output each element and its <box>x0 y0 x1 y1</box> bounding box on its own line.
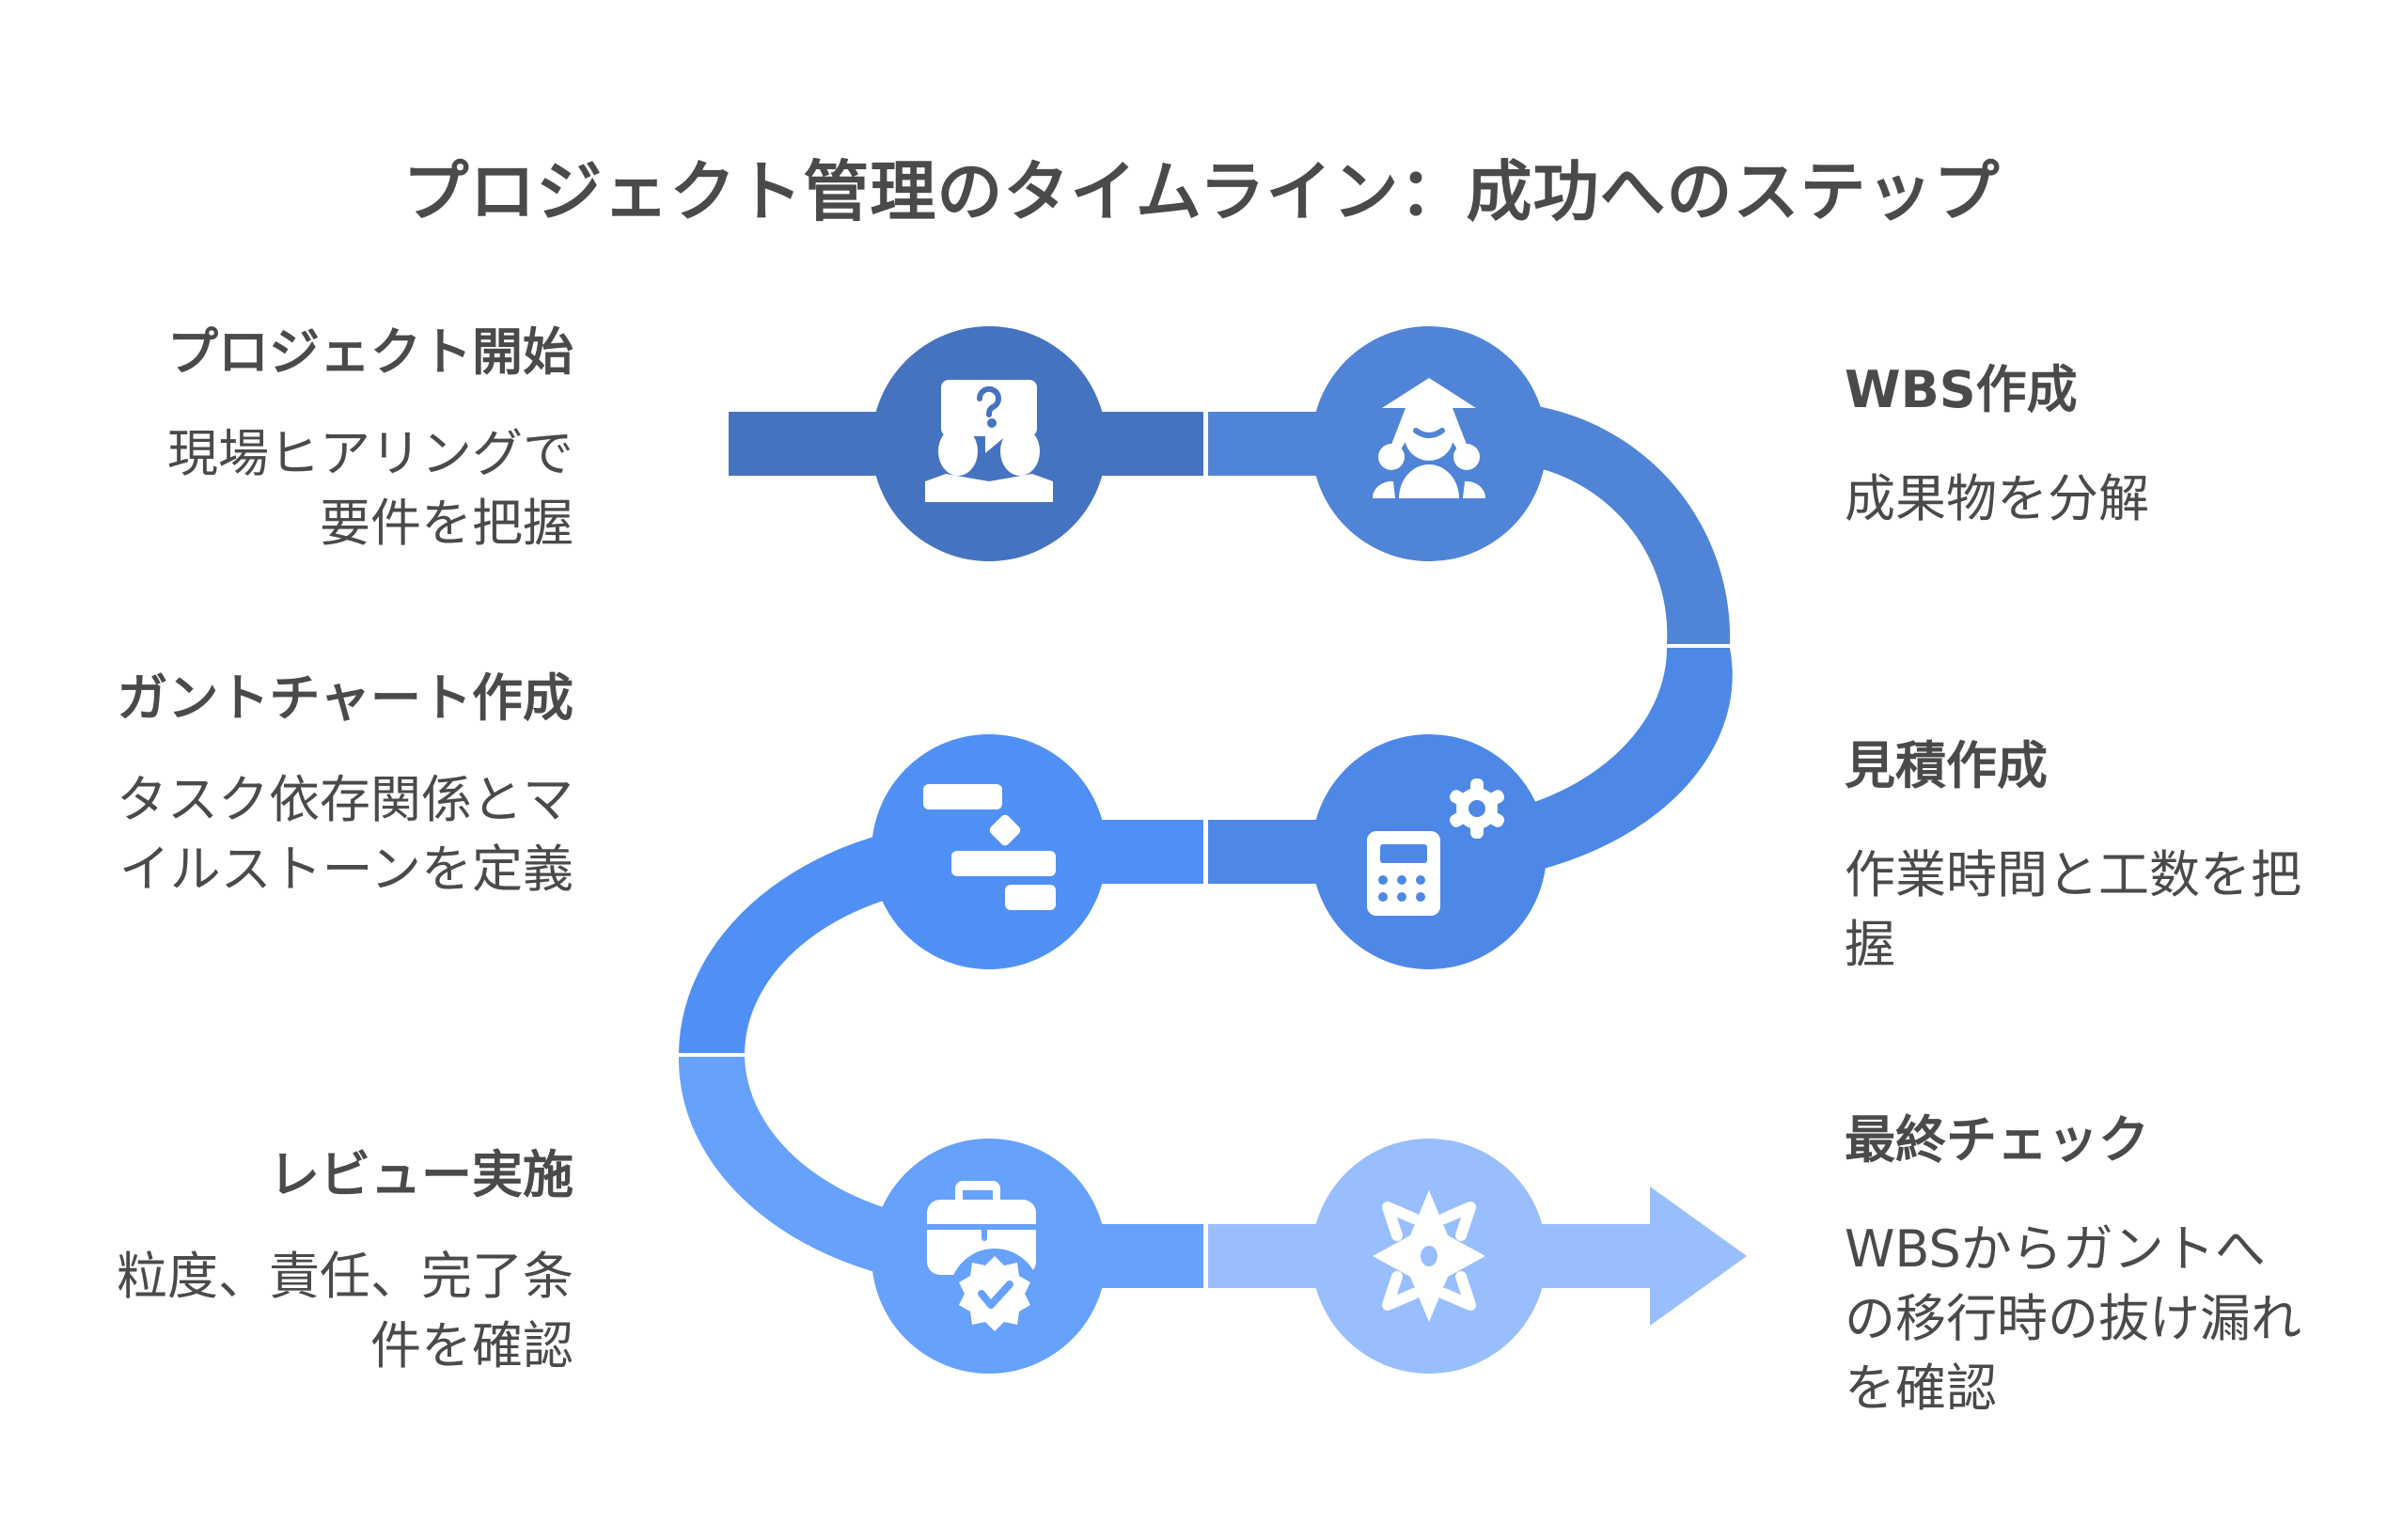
team-leader-arrow-icon <box>1372 378 1486 498</box>
step-title: WBS作成 <box>1845 360 2078 419</box>
step-5-label: レビュー実施 粒度、責任、完了条件を確認 <box>103 1142 573 1381</box>
step-description: WBSからガントへの移行時の抜け漏れを確認 <box>1845 1219 2301 1418</box>
step-description: 成果物を分解 <box>1845 469 2149 528</box>
arrow-head <box>1650 1186 1747 1326</box>
question-people-icon <box>925 380 1053 502</box>
step-6-label: 最終チェック WBSからガントへの移行時の抜け漏れを確認 <box>1845 1108 2315 1423</box>
step-2-label: WBS作成 成果物を分解 <box>1845 357 2315 534</box>
step-1-label: プロジェクト開始 現場ヒアリングで要件を把握 <box>103 320 573 558</box>
question-mark <box>976 385 1001 417</box>
step-description: 作業時間と工数を把握 <box>1845 845 2301 974</box>
step-description: 現場ヒアリングで要件を把握 <box>167 424 573 553</box>
step-title: プロジェクト開始 <box>167 322 573 382</box>
badge <box>959 1256 1030 1331</box>
step-title: レビュー実施 <box>269 1145 573 1204</box>
compass-star-icon <box>1373 1190 1485 1322</box>
step-3-label: 見積作成 作業時間と工数を把握 <box>1845 733 2305 980</box>
gantt-chart-icon <box>923 784 1056 910</box>
gear <box>1449 778 1505 839</box>
step-title: 最終チェック <box>1845 1110 2149 1170</box>
briefcase-check-icon <box>927 1181 1040 1339</box>
page-title: プロジェクト管理のタイムライン：成功へのステップ <box>402 153 2001 230</box>
step-title: 見積作成 <box>1845 736 2048 795</box>
step-description: 粒度、責任、完了条件を確認 <box>117 1247 573 1375</box>
step-4-label: ガントチャート作成 タスク依存関係とマイルストーンを定義 <box>103 666 573 904</box>
calculator-gear-icon <box>1367 778 1505 916</box>
step-description: タスク依存関係とマイルストーンを定義 <box>117 770 573 899</box>
step-title: ガントチャート作成 <box>117 668 573 728</box>
